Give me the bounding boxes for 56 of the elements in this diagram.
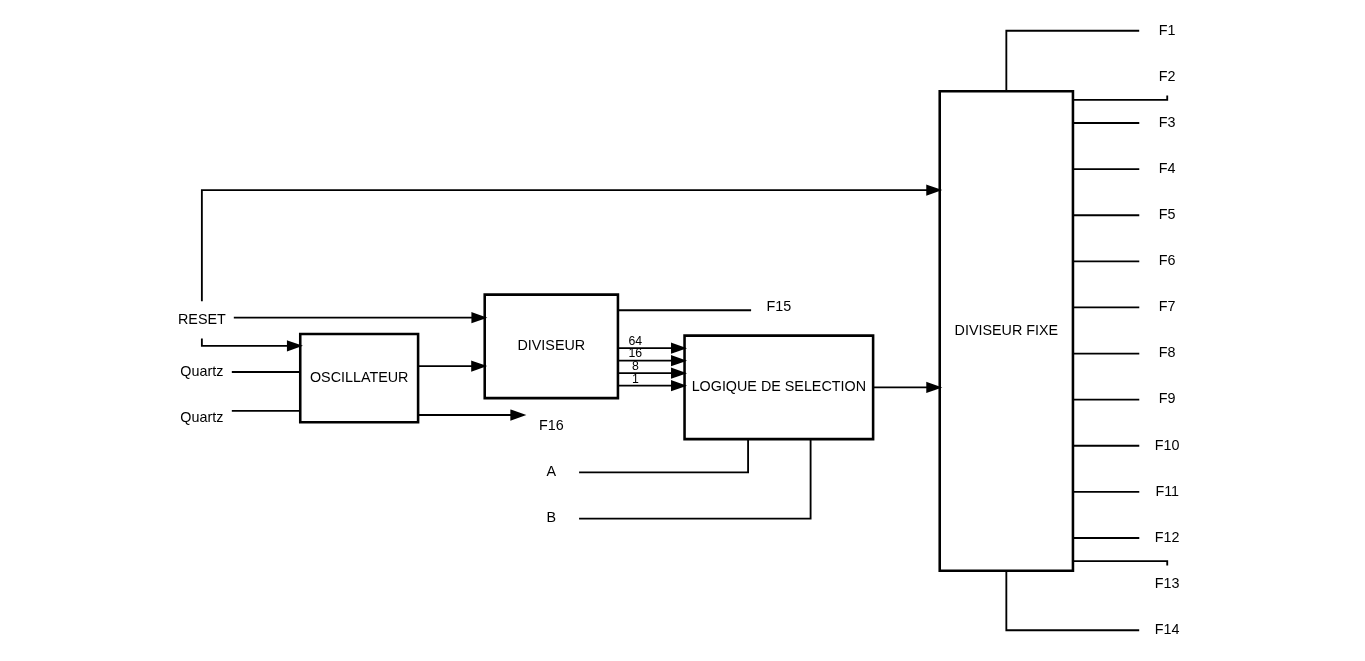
connector [1072,260,1141,263]
node-text: F16 [538,417,564,434]
node-text: B [546,509,557,526]
node-text: A [546,463,557,480]
node-box: LOGIQUE DE SELECTION [683,334,875,441]
connector [1072,444,1141,447]
node-text: F13 [1154,574,1180,591]
connector [230,410,301,412]
connector [1005,570,1141,632]
node-text: F9 [1158,390,1176,407]
connector [1072,560,1169,567]
connector [578,438,749,474]
arrow [617,355,688,367]
arrow [617,367,688,379]
connector [1072,214,1141,217]
node-text: Quartz [180,408,224,425]
node-text: F11 [1155,482,1180,499]
connector [1072,168,1141,170]
node-box: OSCILLATEUR [298,332,420,424]
connector [578,438,812,520]
node-text: F10 [1154,436,1180,453]
arrow [872,381,943,393]
node-text: F14 [1154,621,1180,638]
connector [230,371,301,373]
node-box: DIVISEUR [483,293,620,400]
connector [1072,306,1141,309]
node-text: F12 [1154,528,1180,545]
node-text: F7 [1158,298,1176,315]
node-text: F2 [1158,67,1176,84]
connector [1072,491,1141,493]
edge-label: 1 [631,371,639,386]
connector [1072,94,1169,101]
node-text: Quartz [180,362,224,379]
arrow [417,360,488,372]
node-text: F4 [1158,159,1176,176]
connector [1072,122,1141,124]
node-text: RESET [177,310,226,327]
arrow [417,409,527,421]
connector [1005,29,1141,93]
connector [617,309,752,312]
arrow [617,380,688,392]
edge-label: 64 [628,333,643,348]
connector [1072,352,1141,355]
node-text: F15 [766,298,792,315]
node-text: F5 [1158,206,1176,222]
connector [1072,537,1141,539]
arrow [232,312,488,324]
node-box: DIVISEUR FIXE [938,89,1075,573]
edge-label: 8 [631,359,639,373]
connector [1072,398,1141,401]
arrow [617,342,688,354]
node-text: F3 [1158,113,1176,130]
node-text: F8 [1158,344,1176,361]
node-text: F1 [1158,21,1176,38]
arrow [200,184,943,303]
node-text: F6 [1158,252,1176,269]
